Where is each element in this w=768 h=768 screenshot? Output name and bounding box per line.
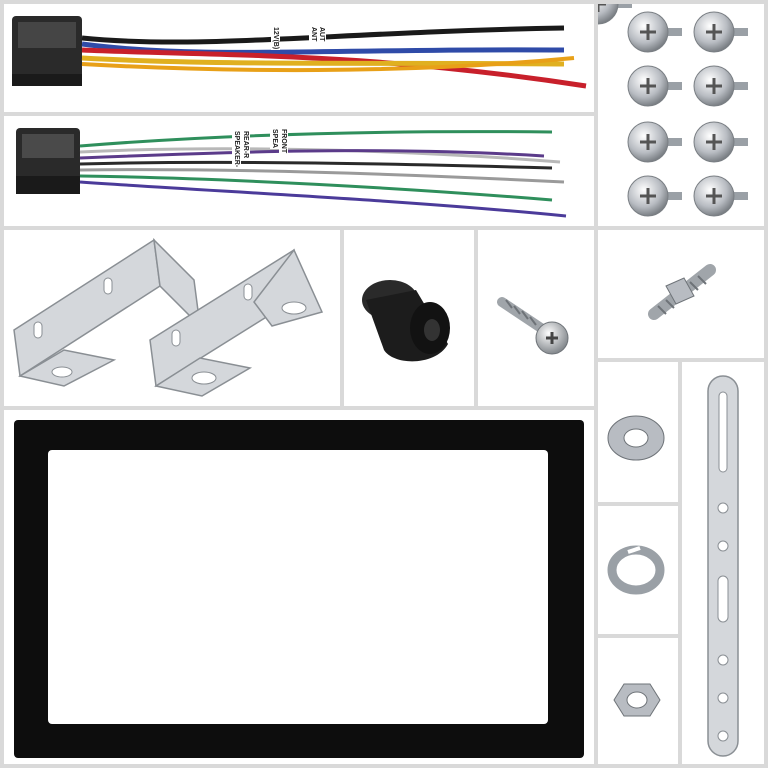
power-harness-panel: 12V(B) AUT ANT — [4, 4, 594, 112]
power-label-aut: AUT — [317, 26, 326, 43]
brackets-panel — [4, 230, 340, 406]
speaker-label-front: FRONT — [279, 128, 288, 155]
speaker-label-spea: SPEA — [270, 128, 279, 150]
bushing-illustration — [362, 280, 450, 362]
hex-nut-illustration — [613, 683, 661, 717]
spring-washer-illustration — [607, 545, 665, 595]
spring-washer-panel — [598, 506, 678, 634]
trim-frame-panel — [4, 410, 594, 764]
flat-washer-panel — [598, 362, 678, 502]
mounting-bolt-panel — [598, 230, 764, 358]
tapping-screw-panel — [478, 230, 594, 406]
power-label-ant: ANT — [309, 26, 318, 43]
trim-frame-illustration — [14, 420, 584, 758]
speaker-harness-illustration — [16, 128, 567, 218]
bushing-panel — [344, 230, 474, 406]
perforated-strap-illustration — [707, 375, 739, 757]
mounting-bolt-illustration — [648, 264, 716, 320]
speaker-label-speaker: SPEAKER- — [232, 130, 241, 169]
brackets-illustration — [13, 237, 324, 397]
power-label-12v: 12V(B) — [271, 26, 280, 51]
power-harness-illustration — [12, 16, 587, 89]
screws-illustration — [598, 4, 750, 218]
speaker-label-rear-r: REAR-R — [241, 130, 250, 160]
mounting-screws-panel — [598, 4, 764, 226]
hex-nut-panel — [598, 638, 678, 764]
perforated-strap-panel — [682, 362, 764, 764]
flat-washer-illustration — [607, 415, 665, 461]
speaker-harness-panel: REAR-R SPEAKER- FRONT SPEA — [4, 116, 594, 226]
tapping-screw-illustration — [497, 297, 569, 355]
